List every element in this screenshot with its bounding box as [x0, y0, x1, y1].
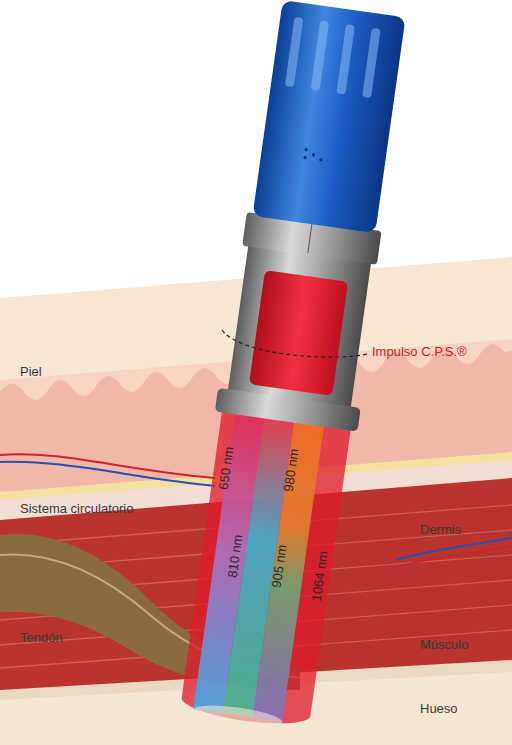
- probe-flange: [215, 388, 361, 432]
- probe-cap: [252, 0, 405, 233]
- cap-ribs: [285, 17, 381, 98]
- layer-label: Tendón: [20, 631, 63, 645]
- ring-seam: [308, 223, 312, 253]
- laser-probe: [172, 0, 415, 735]
- layer-label: Hueso: [420, 702, 458, 716]
- layer-label: Músculo: [420, 638, 468, 652]
- layer-label: Piel: [20, 365, 42, 379]
- dermis-layer: [0, 339, 512, 745]
- outer-beam: [180, 411, 351, 730]
- artery-line: [0, 454, 215, 478]
- layer-label: Dermis: [420, 523, 461, 537]
- beam-end: [192, 702, 283, 730]
- probe-window: [249, 270, 348, 396]
- vein-line: [0, 462, 215, 486]
- artery-line: [400, 546, 512, 566]
- layer-label: Sistema circulatorio: [20, 502, 133, 516]
- callout-label: Impulso C.P.S.®: [372, 345, 467, 359]
- dermis-papillae: [0, 344, 512, 745]
- leader-line: [222, 330, 368, 357]
- cap-dots: [303, 148, 324, 162]
